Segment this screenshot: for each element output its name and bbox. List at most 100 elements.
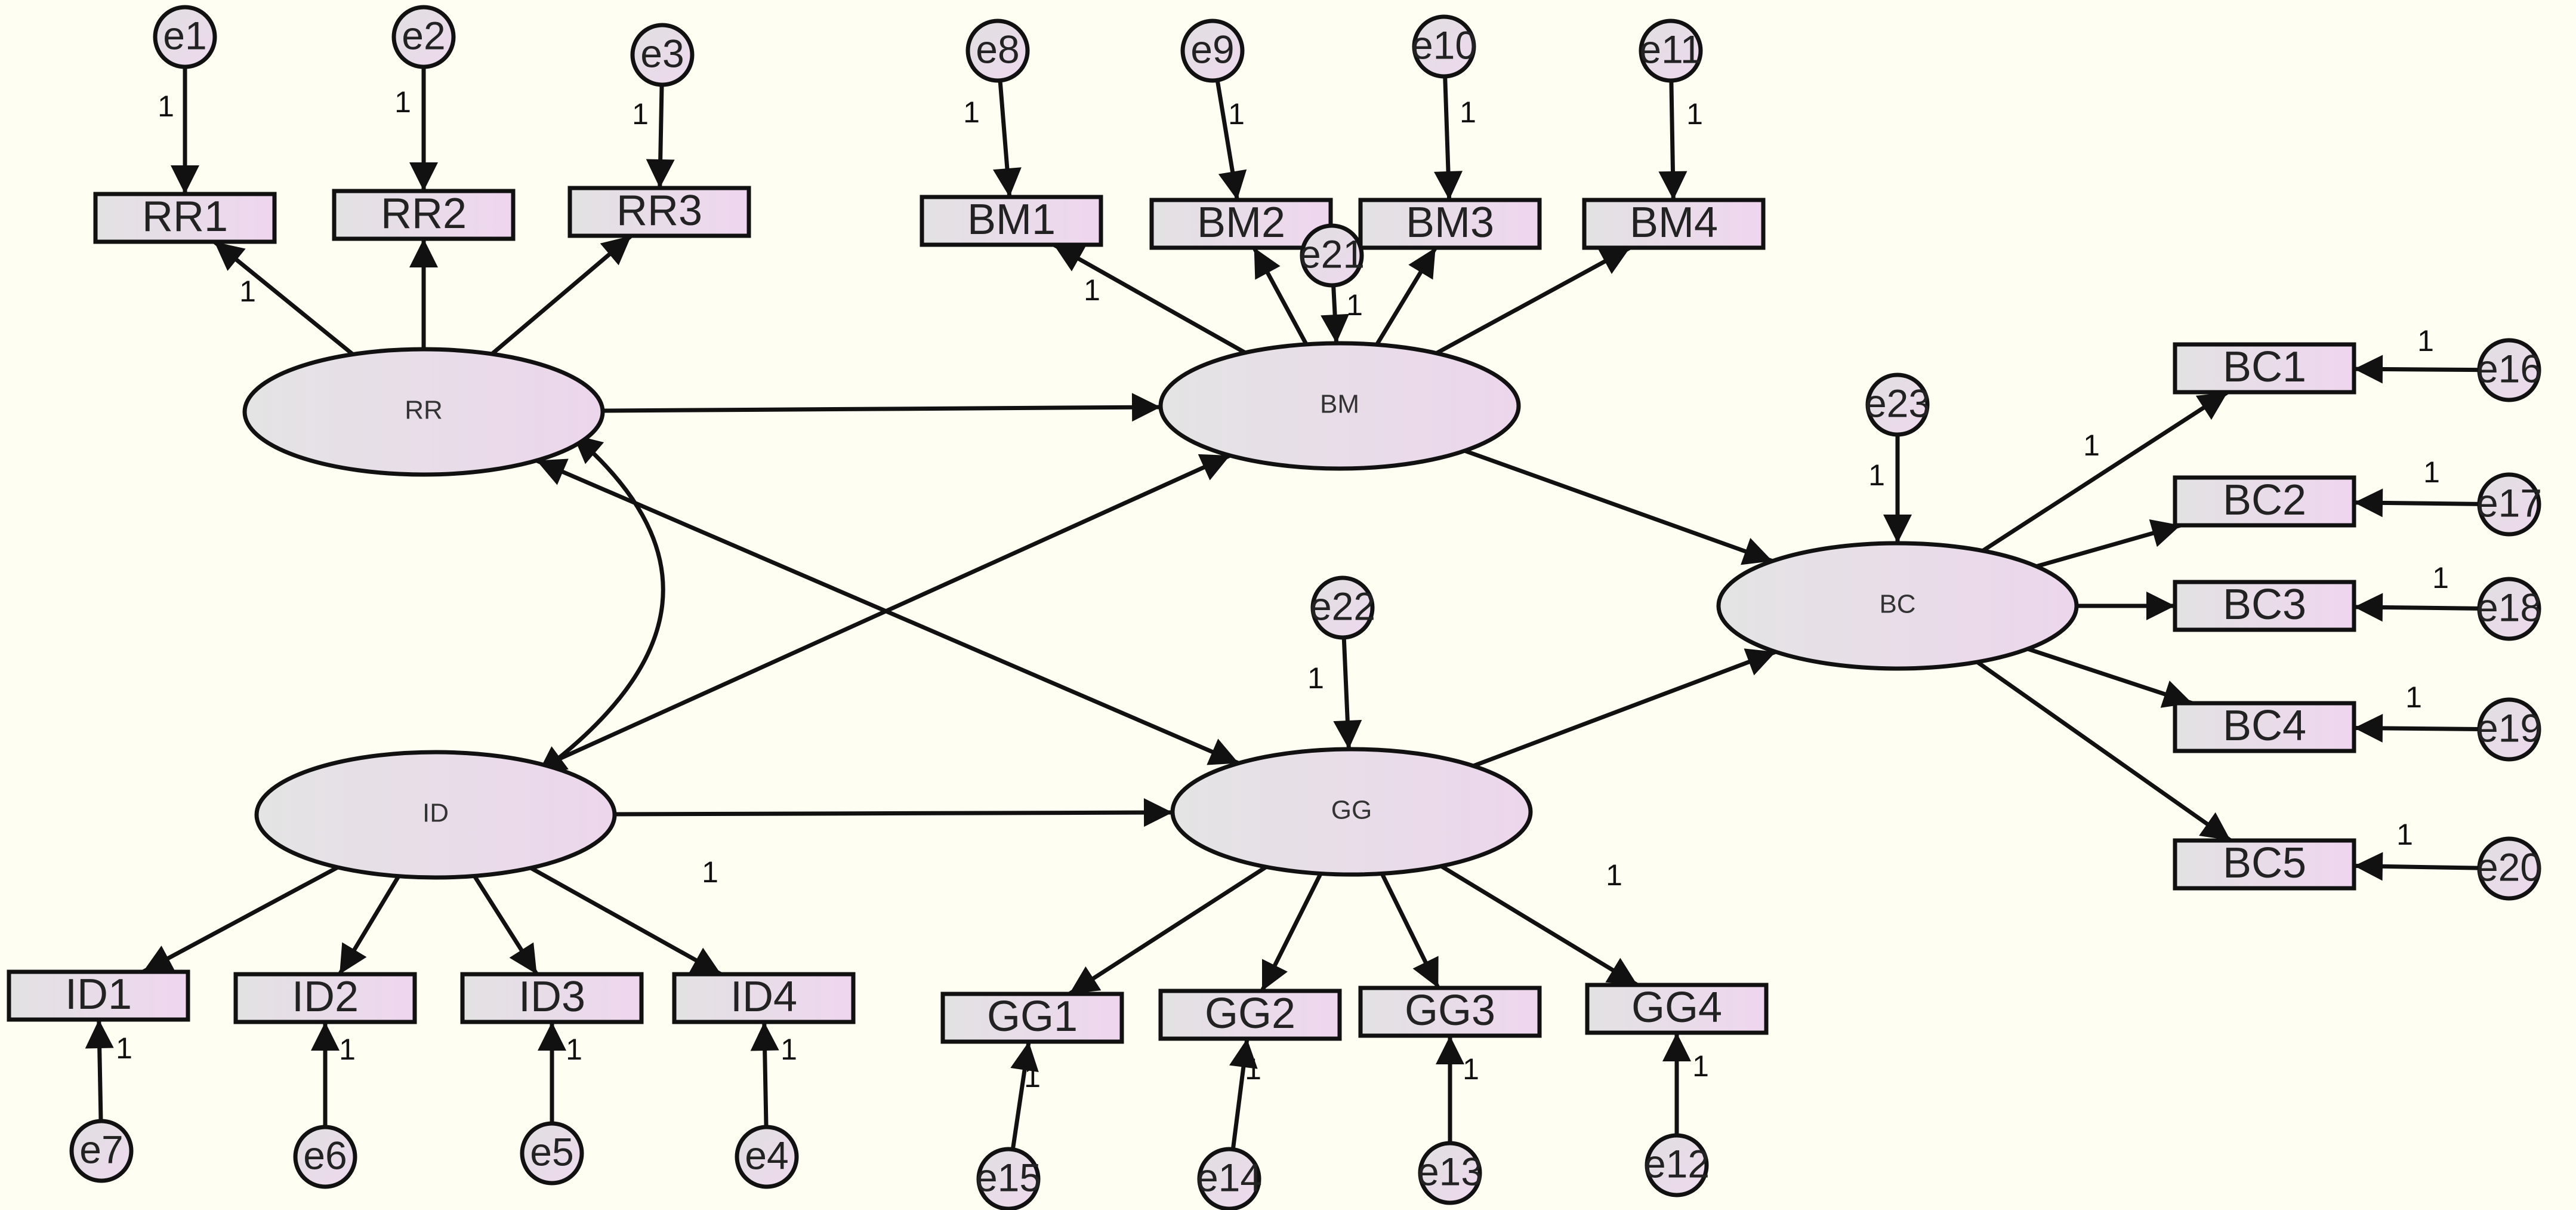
error-label: e21 <box>1299 232 1365 276</box>
path-GG-to-GG1 <box>1068 865 1267 996</box>
path-weight-label: 1 <box>2405 681 2422 714</box>
error-circle <box>2477 836 2541 901</box>
path-e10-to-BM3 <box>1434 76 1463 201</box>
error-e16[interactable]: e16 <box>2476 338 2542 402</box>
indicator-id4[interactable]: ID4 <box>672 972 856 1024</box>
error-e1[interactable]: e1 <box>153 5 217 69</box>
path-e11-to-BM4 <box>1658 80 1687 201</box>
indicator-bc4[interactable]: BC4 <box>2173 701 2356 753</box>
error-e12[interactable]: e12 <box>1644 1133 1710 1197</box>
error-e11[interactable]: e11 <box>1639 19 1703 83</box>
indicator-gg2[interactable]: GG2 <box>1158 989 1342 1041</box>
path-BC-to-BC5 <box>1976 660 2232 842</box>
path-e18-to-BC3 <box>2353 593 2480 622</box>
indicator-label: RR3 <box>616 187 702 235</box>
error-e3[interactable]: e3 <box>630 23 695 87</box>
error-e10[interactable]: e10 <box>1411 14 1477 79</box>
error-e19[interactable]: e19 <box>2476 697 2542 762</box>
error-e18[interactable]: e18 <box>2476 577 2542 641</box>
path-RR-to-RR1 <box>213 240 354 356</box>
path-e8-to-BM1 <box>992 80 1022 198</box>
indicator-box <box>2173 475 2356 528</box>
latent-ellipse <box>1716 541 2079 671</box>
path-weight-label: 1 <box>239 275 256 308</box>
error-label: e1 <box>163 13 206 57</box>
error-label: e17 <box>2476 481 2542 525</box>
error-e23[interactable]: e23 <box>1865 372 1930 437</box>
indicator-gg3[interactable]: GG3 <box>1358 986 1542 1038</box>
error-e13[interactable]: e13 <box>1417 1141 1483 1205</box>
indicator-box <box>2173 342 2356 395</box>
indicator-gg1[interactable]: GG1 <box>940 992 1124 1044</box>
indicator-bc3[interactable]: BC3 <box>2173 580 2356 632</box>
latent-id[interactable]: ID <box>254 750 617 880</box>
error-label: e4 <box>745 1133 788 1177</box>
error-e6[interactable]: e6 <box>293 1125 357 1189</box>
indicator-label: ID4 <box>730 973 797 1021</box>
error-e14[interactable]: e14 <box>1196 1147 1262 1210</box>
error-label: e10 <box>1411 23 1477 67</box>
error-e21[interactable]: e21 <box>1299 223 1365 288</box>
indicator-label: BC4 <box>2223 702 2306 750</box>
latent-bc[interactable]: BC <box>1716 541 2079 671</box>
indicator-bc5[interactable]: BC5 <box>2173 838 2356 891</box>
path-weight-label: 1 <box>1463 1052 1479 1086</box>
error-e9[interactable]: e9 <box>1180 19 1245 83</box>
latent-ellipse <box>254 750 617 880</box>
indicator-rr3[interactable]: RR3 <box>567 186 751 238</box>
indicator-box <box>233 972 417 1024</box>
path-BM-to-BM3 <box>1375 247 1437 346</box>
path-e15-to-GG1 <box>1010 1041 1039 1150</box>
path-weight-label: 1 <box>702 855 718 889</box>
error-e20[interactable]: e20 <box>2476 836 2542 901</box>
indicator-id1[interactable]: ID1 <box>7 969 190 1022</box>
indicator-bm4[interactable]: BM4 <box>1582 198 1766 250</box>
error-e7[interactable]: e7 <box>69 1119 134 1183</box>
indicator-bc1[interactable]: BC1 <box>2173 342 2356 395</box>
error-label: e3 <box>640 31 684 75</box>
latent-rr[interactable]: RR <box>242 347 605 477</box>
error-label: e22 <box>1310 584 1375 628</box>
indicator-rr2[interactable]: RR2 <box>332 189 516 241</box>
indicator-bm3[interactable]: BM3 <box>1358 198 1542 250</box>
indicator-bc2[interactable]: BC2 <box>2173 475 2356 528</box>
indicator-label: RR2 <box>381 190 467 238</box>
error-circle <box>2477 577 2541 641</box>
indicator-rr1[interactable]: RR1 <box>93 192 277 244</box>
indicator-id2[interactable]: ID2 <box>233 972 417 1024</box>
path-weight-label: 1 <box>566 1033 582 1066</box>
error-e5[interactable]: e5 <box>520 1121 584 1186</box>
path-BM-to-BM4 <box>1435 245 1631 355</box>
error-label: e14 <box>1196 1155 1262 1199</box>
indicator-box <box>460 972 644 1024</box>
path-BM-to-BM2 <box>1252 247 1309 346</box>
path-BC-to-BC4 <box>2027 646 2193 708</box>
indicator-label: GG2 <box>1205 990 1295 1037</box>
indicator-id3[interactable]: ID3 <box>460 972 644 1024</box>
indicator-label: BC5 <box>2223 839 2306 887</box>
indicator-box <box>920 195 1103 247</box>
latent-bm[interactable]: BM <box>1158 341 1521 471</box>
indicator-gg4[interactable]: GG4 <box>1585 983 1769 1035</box>
error-e15[interactable]: e15 <box>976 1147 1041 1210</box>
error-e4[interactable]: e4 <box>735 1125 799 1189</box>
path-weight-label: 1 <box>339 1033 356 1066</box>
path-weight-label: 1 <box>2083 429 2100 462</box>
latent-ellipse <box>1158 341 1521 471</box>
error-e8[interactable]: e8 <box>965 19 1030 83</box>
latent-label: GG <box>1331 796 1372 825</box>
indicator-bm1[interactable]: BM1 <box>920 195 1103 247</box>
error-circle <box>1180 19 1245 83</box>
error-circle <box>1197 1147 1261 1210</box>
path-weight-label: 1 <box>2396 818 2413 851</box>
error-e2[interactable]: e2 <box>391 5 456 69</box>
latent-gg[interactable]: GG <box>1170 747 1533 877</box>
error-circle <box>2477 472 2541 537</box>
indicator-label: RR1 <box>142 193 228 241</box>
error-e22[interactable]: e22 <box>1310 575 1375 640</box>
error-label: e16 <box>2476 346 2542 390</box>
error-e17[interactable]: e17 <box>2476 472 2542 537</box>
